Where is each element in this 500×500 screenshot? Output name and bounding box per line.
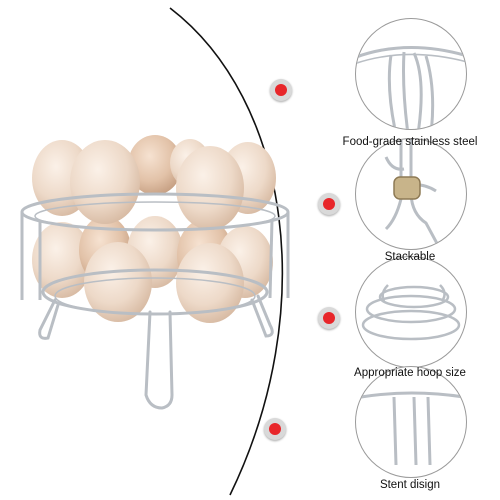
legs-icon (360, 391, 465, 466)
feature-closeup-hoop (355, 256, 467, 368)
feature-caption: Appropriate hoop size (354, 367, 466, 379)
egg-rack-image (20, 135, 290, 410)
feature-marker (318, 307, 340, 329)
rings-icon (361, 284, 461, 341)
feature-marker (270, 79, 292, 101)
feature-closeup-stackable (355, 138, 467, 250)
feature-caption: Stent disign (379, 479, 441, 491)
feature-caption: Food-grade stainless steel (342, 136, 478, 148)
feature-marker (264, 418, 286, 440)
feature-closeup-steel (355, 18, 467, 130)
hook-leg-icon (384, 139, 442, 249)
feature-caption: Stackable (384, 251, 436, 263)
feature-marker (318, 193, 340, 215)
ring-top-icon (356, 46, 466, 129)
feature-closeup-stent (355, 366, 467, 478)
